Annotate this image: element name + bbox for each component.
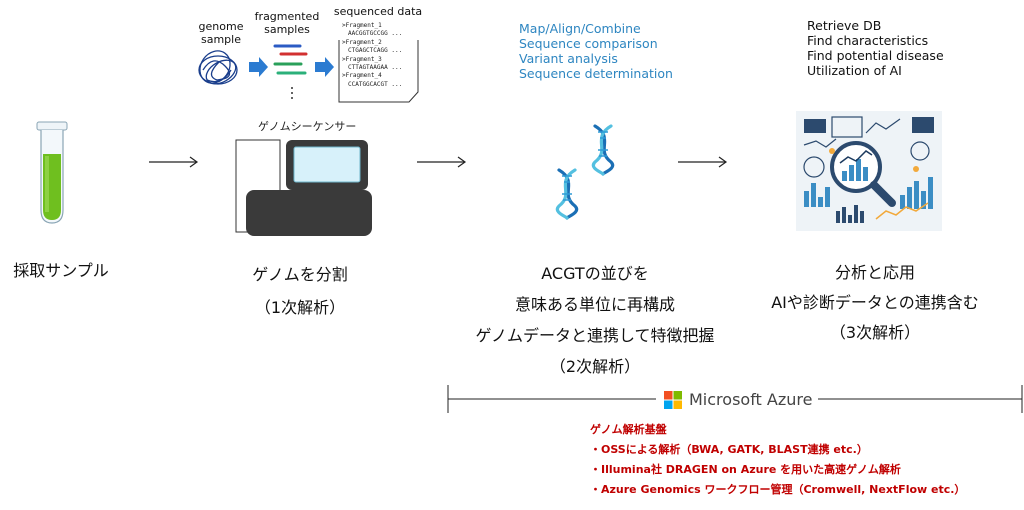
task-item: Find potential disease bbox=[807, 48, 944, 63]
microsoft-logo-icon bbox=[664, 390, 682, 409]
step-secondary-analysis: ACGTの並びを 意味ある単位に再構成 ゲノムデータと連携して特徴把握 （2次解… bbox=[475, 264, 715, 376]
fragment-name: >Fragment_3 bbox=[342, 55, 382, 63]
task-item: Utilization of AI bbox=[807, 63, 902, 78]
task-item: Map/Align/Combine bbox=[519, 21, 641, 36]
azure-span-bracket bbox=[447, 385, 1023, 413]
data-analysis-illustration bbox=[796, 111, 942, 231]
tertiary-task-list: Retrieve DB Find characteristics Find po… bbox=[807, 18, 944, 78]
step-primary-analysis: ゲノムを分割 （1次解析） bbox=[252, 265, 348, 317]
secondary-task-list: Map/Align/Combine Sequence comparison Va… bbox=[519, 21, 673, 81]
platform-title: ゲノム解析基盤 bbox=[590, 423, 667, 436]
fragment-name: >Fragment_1 bbox=[342, 22, 382, 29]
azure-brand: Microsoft Azure bbox=[664, 390, 812, 409]
fragment-seq: CTGAGCTCAGG ... bbox=[348, 47, 403, 55]
arrow-right-icon bbox=[678, 156, 728, 168]
sequence-fragments-list: >Fragment_1 AACGGTGCCGG ... >Fragment_2 … bbox=[342, 22, 422, 89]
genome-pipeline-graphic bbox=[198, 40, 419, 103]
fragments-icon bbox=[273, 44, 308, 99]
genome-sample-label: genome sample bbox=[198, 20, 244, 46]
sequencer-icon bbox=[235, 139, 372, 236]
azure-brand-label: Microsoft Azure bbox=[689, 390, 813, 409]
step-tertiary-analysis: 分析と応用 AIや診断データとの連携含む （3次解析） bbox=[771, 263, 979, 342]
arrow-right-icon bbox=[149, 156, 199, 168]
fragment-seq: AACGGTGCCGG ... bbox=[348, 30, 403, 38]
test-tube-icon bbox=[36, 121, 68, 224]
fragment-name: >Fragment_2 bbox=[342, 38, 382, 46]
task-item: Sequence determination bbox=[519, 66, 673, 81]
sequencer-label: ゲノムシーケンサー bbox=[258, 120, 357, 133]
dna-helix-icon bbox=[555, 124, 615, 220]
arrow-right-icon bbox=[249, 57, 268, 77]
arrow-right-icon bbox=[315, 57, 334, 77]
sequenced-data-label: sequenced data bbox=[333, 5, 423, 18]
fragment-name: >Fragment_4 bbox=[342, 72, 382, 80]
task-item: Retrieve DB bbox=[807, 18, 882, 33]
fragmented-samples-label: fragmented samples bbox=[254, 10, 320, 36]
arrow-right-icon bbox=[417, 156, 467, 168]
fragment-seq: CTTAGTAAGAA ... bbox=[348, 64, 403, 72]
platform-item: ・OSSによる解析（BWA, GATK, BLAST連携 etc.） bbox=[590, 443, 868, 456]
task-item: Find characteristics bbox=[807, 33, 929, 48]
task-item: Sequence comparison bbox=[519, 36, 658, 51]
dna-coil-icon bbox=[198, 50, 238, 85]
task-item: Variant analysis bbox=[519, 51, 618, 66]
fragment-seq: CCATGGCACGT ... bbox=[348, 80, 403, 88]
platform-item: ・Azure Genomics ワークフロー管理（Cromwell, NextF… bbox=[590, 483, 966, 496]
step-sample: 採取サンプル bbox=[13, 261, 109, 280]
document-icon bbox=[338, 40, 419, 103]
genome-platform-details: ゲノム解析基盤 ・OSSによる解析（BWA, GATK, BLAST連携 etc… bbox=[590, 420, 965, 500]
platform-item: ・Illumina社 DRAGEN on Azure を用いた高速ゲノム解析 bbox=[590, 463, 901, 476]
